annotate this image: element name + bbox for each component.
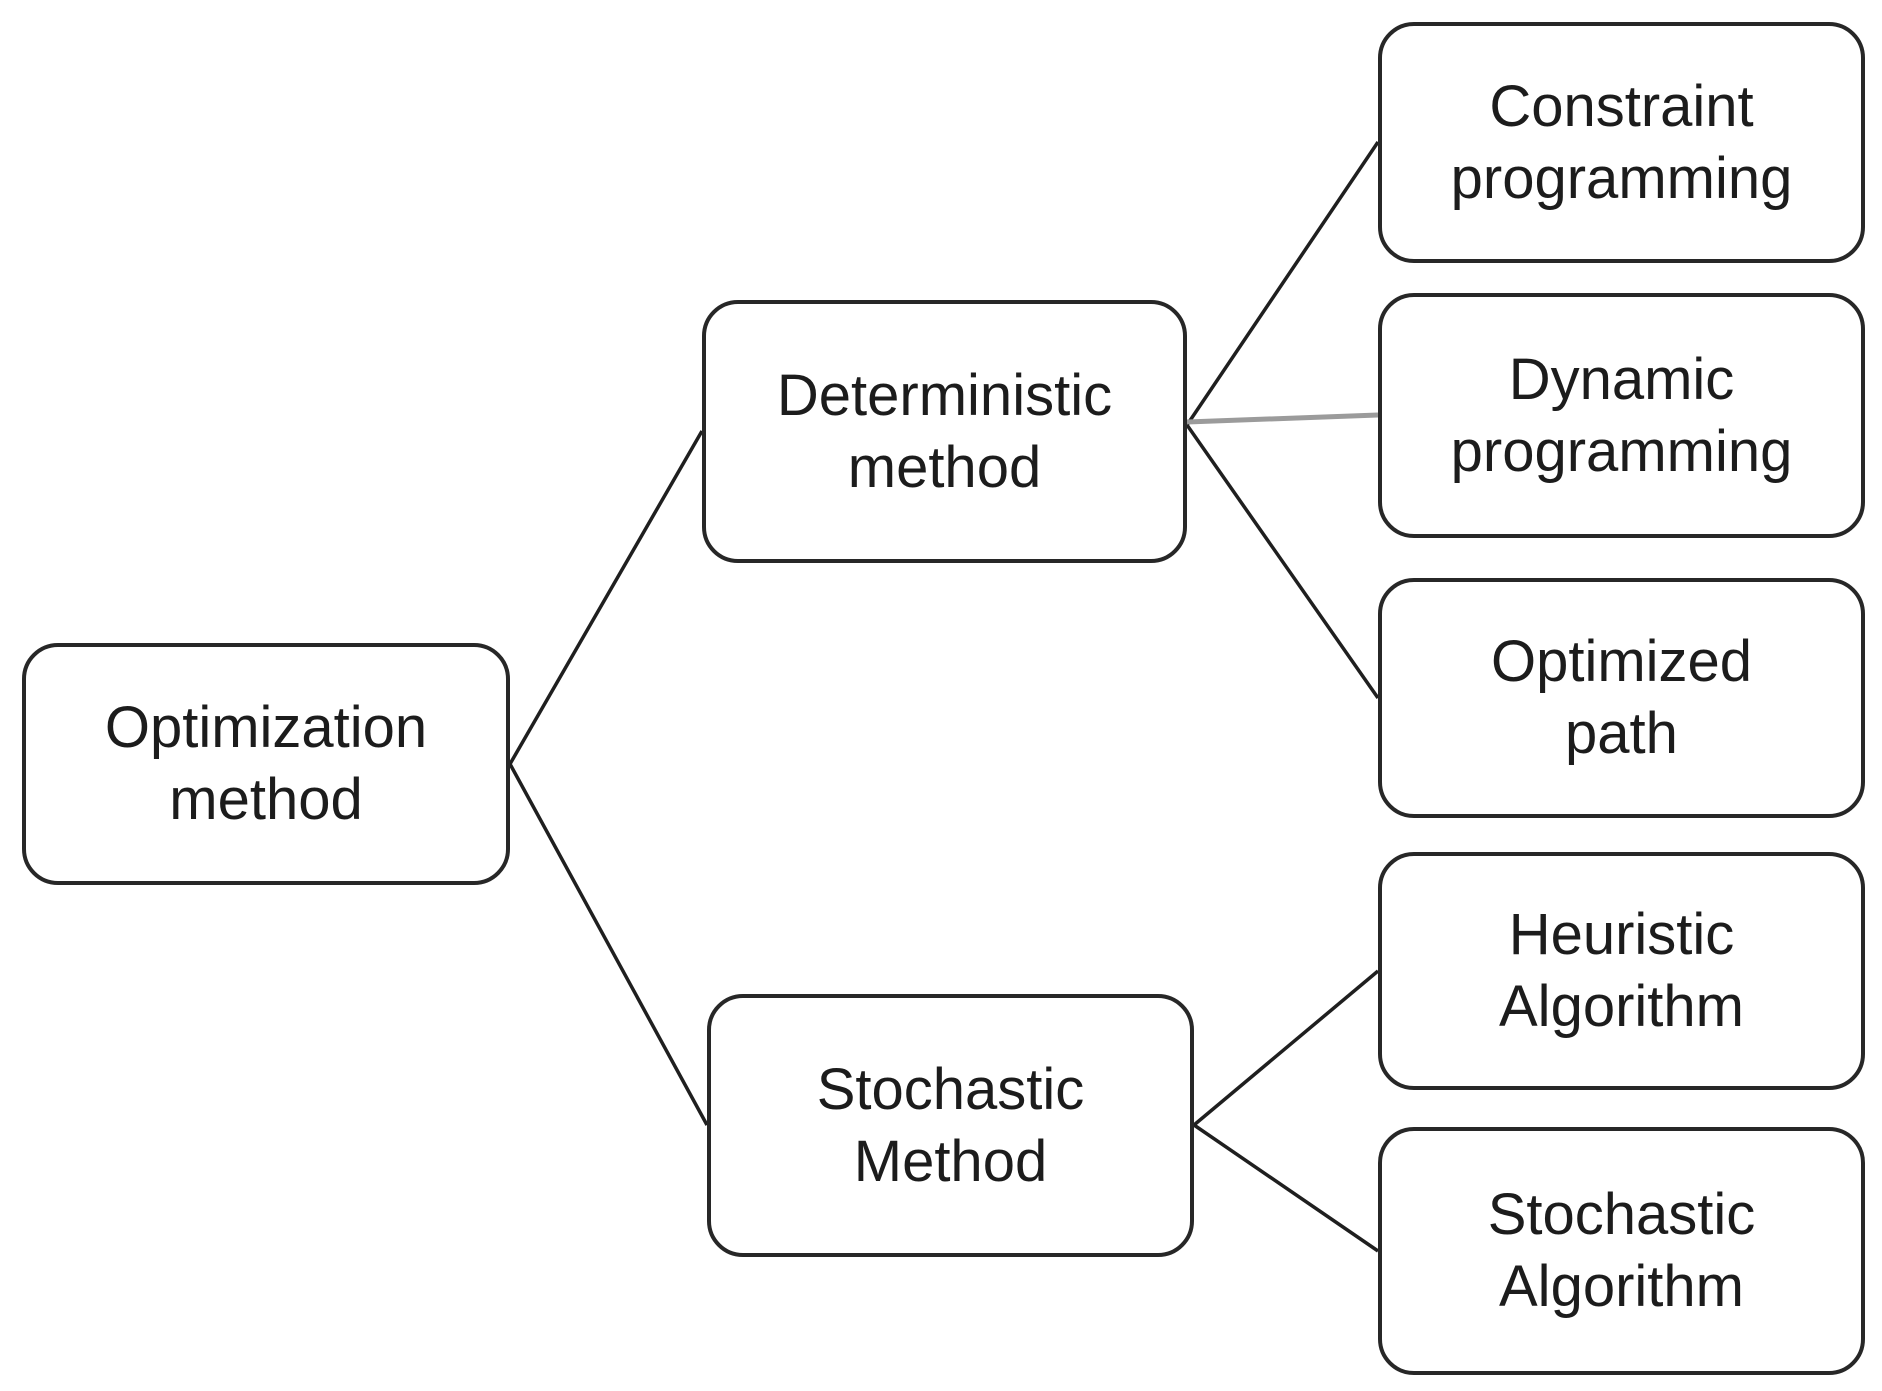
node-optimization-method: Optimization method xyxy=(22,643,510,885)
edge-root-deterministic xyxy=(508,430,704,765)
node-stochastic-method: Stochastic Method xyxy=(707,994,1194,1257)
edge-stochastic-heuristic xyxy=(1192,969,1380,1127)
node-label: Constraint programming xyxy=(1450,73,1793,211)
node-label: Dynamic programming xyxy=(1450,346,1793,484)
node-label: Stochastic Method xyxy=(816,1056,1085,1194)
node-label: Optimized path xyxy=(1490,629,1753,766)
node-label: Stochastic Algorithm xyxy=(1487,1182,1756,1319)
node-label: Heuristic Algorithm xyxy=(1499,902,1744,1039)
node-constraint-programming: Constraint programming xyxy=(1378,22,1865,263)
edge-root-stochastic xyxy=(508,763,709,1126)
node-label: Deterministic method xyxy=(776,362,1113,500)
edge-deterministic-dynamic xyxy=(1186,412,1379,425)
edge-deterministic-constraint xyxy=(1185,141,1380,426)
node-stochastic-algorithm: Stochastic Algorithm xyxy=(1378,1127,1865,1375)
node-heuristic-algorithm: Heuristic Algorithm xyxy=(1378,852,1865,1090)
edge-stochastic-algorithm xyxy=(1193,1123,1379,1253)
node-deterministic-method: Deterministic method xyxy=(702,300,1187,563)
node-label: Optimization method xyxy=(104,695,428,832)
node-dynamic-programming: Dynamic programming xyxy=(1378,293,1865,538)
edge-deterministic-optimized xyxy=(1185,423,1380,700)
node-optimized-path: Optimized path xyxy=(1378,578,1865,818)
